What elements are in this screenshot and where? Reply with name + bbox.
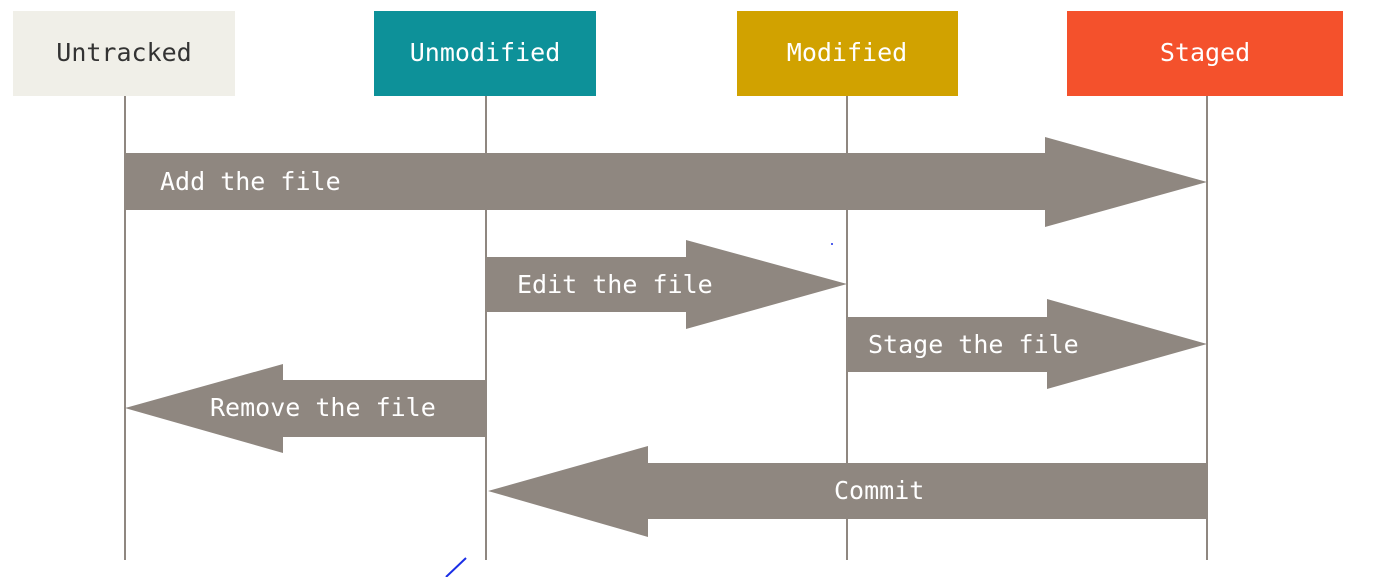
stray-stroke [445,557,467,577]
arrow-remove-the-file-label: Remove the file [210,393,436,422]
stray-dot [831,243,833,245]
arrow-commit-label: Commit [834,476,924,505]
transition-edit-the-file: Edit the file [486,240,847,329]
arrow-add-the-file [125,137,1207,227]
state-untracked-box [13,11,235,96]
transition-add-the-file: Add the file [125,137,1207,227]
transition-stage-the-file: Stage the file [847,299,1207,389]
arrow-edit-the-file [486,240,847,329]
state-modified: Modified [737,11,958,96]
state-staged-label: Staged [1160,38,1250,67]
state-unmodified-label: Unmodified [410,38,561,67]
arrow-stage-the-file [847,299,1207,389]
state-staged: Staged [1067,11,1343,96]
arrow-stage-the-file-label: Stage the file [868,330,1079,359]
arrow-edit-the-file-label: Edit the file [517,270,713,299]
arrow-add-the-file-label: Add the file [160,167,341,196]
arrow-commit [488,446,1207,537]
transition-commit: Commit [488,446,1207,537]
state-unmodified-box [374,11,596,96]
transition-remove-the-file: Remove the file [125,364,486,453]
state-modified-label: Modified [787,38,907,67]
state-staged-box [1067,11,1343,96]
state-untracked-label: Untracked [56,38,191,67]
arrow-remove-the-file [125,364,486,453]
state-untracked: Untracked [13,11,235,96]
state-modified-box [737,11,958,96]
state-unmodified: Unmodified [374,11,596,96]
